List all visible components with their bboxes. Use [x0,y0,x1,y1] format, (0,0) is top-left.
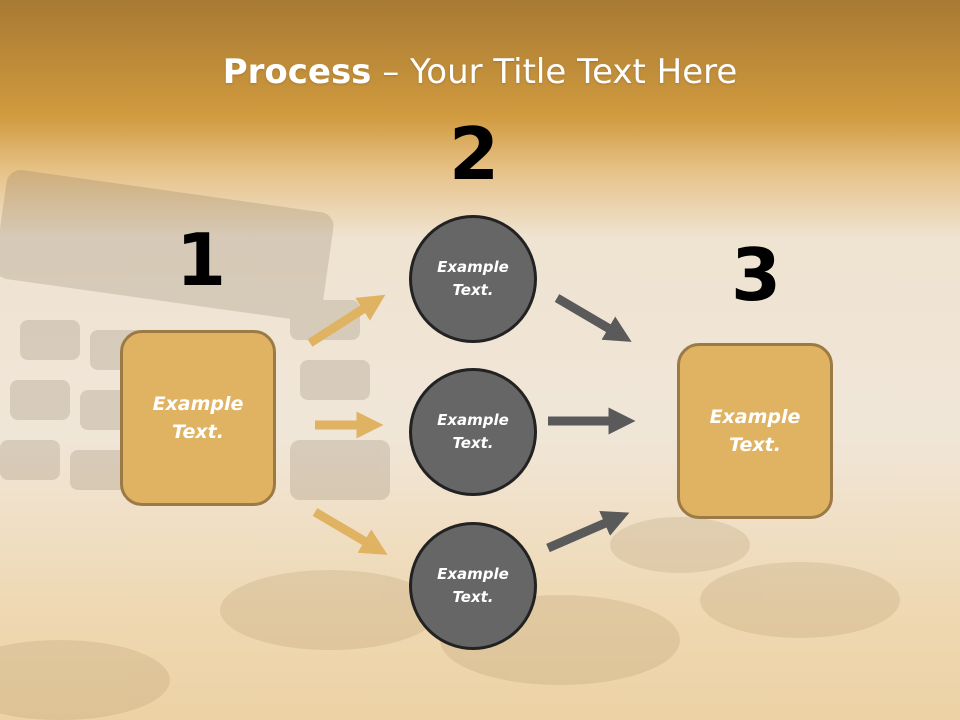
step-number-2: 2 [449,112,500,196]
step-2-circle-bottom[interactable]: Example Text. [409,522,537,650]
arrow-1-to-bottom [312,508,388,555]
step-number-3: 3 [731,233,782,317]
step-number-1: 1 [176,218,227,302]
step-2-circle-top-text: Example Text. [437,257,509,299]
step-2-circle-middle[interactable]: Example Text. [409,368,537,496]
step-2-circle-middle-text: Example Text. [437,410,509,452]
step-3-box[interactable]: Example Text. [677,343,833,519]
arrow-top-to-3 [554,294,632,342]
step-3-text: Example Text. [709,405,801,457]
title-rest: – Your Title Text Here [371,52,738,92]
arrow-bottom-to-3 [546,511,630,553]
step-1-text: Example Text. [152,392,244,444]
step-2-circle-bottom-text: Example Text. [437,564,509,606]
step-1-box[interactable]: Example Text. [120,330,276,506]
slide-title: Process – Your Title Text Here [0,52,960,92]
step-2-circle-top[interactable]: Example Text. [409,215,537,343]
arrow-1-to-top [307,294,386,347]
title-bold: Process [222,52,372,92]
